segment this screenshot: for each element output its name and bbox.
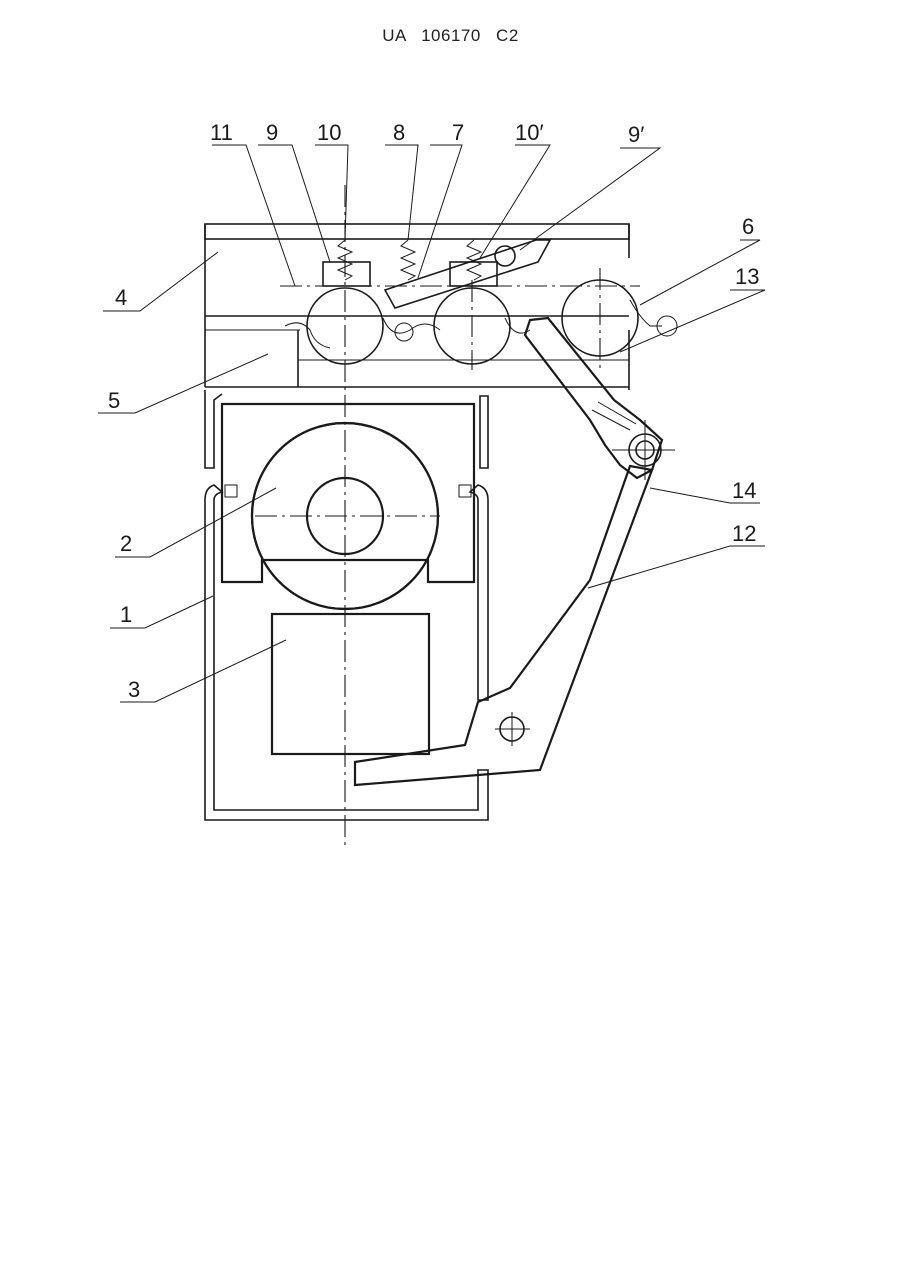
label-2: 2 xyxy=(120,531,132,556)
lower-block xyxy=(272,614,429,754)
label-11: 11 xyxy=(210,120,233,145)
label-3: 3 xyxy=(128,677,140,702)
label-5: 5 xyxy=(108,388,120,413)
leader-lines xyxy=(98,145,765,702)
label-12: 12 xyxy=(732,521,756,546)
spring-assemblies xyxy=(323,240,550,308)
label-8: 8 xyxy=(393,120,405,145)
body-shell xyxy=(205,390,488,820)
label-6: 6 xyxy=(742,214,754,239)
label-10-prime: 10′ xyxy=(515,120,544,145)
label-13: 13 xyxy=(735,264,759,289)
label-9-prime: 9′ xyxy=(628,122,644,147)
label-1: 1 xyxy=(120,602,132,627)
ball-track xyxy=(285,280,677,364)
label-7: 7 xyxy=(452,120,464,145)
label-4: 4 xyxy=(115,285,127,310)
label-10: 10 xyxy=(317,120,341,145)
lever xyxy=(355,318,675,785)
label-14: 14 xyxy=(732,478,756,503)
upper-housing xyxy=(205,224,629,390)
label-9: 9 xyxy=(266,120,278,145)
